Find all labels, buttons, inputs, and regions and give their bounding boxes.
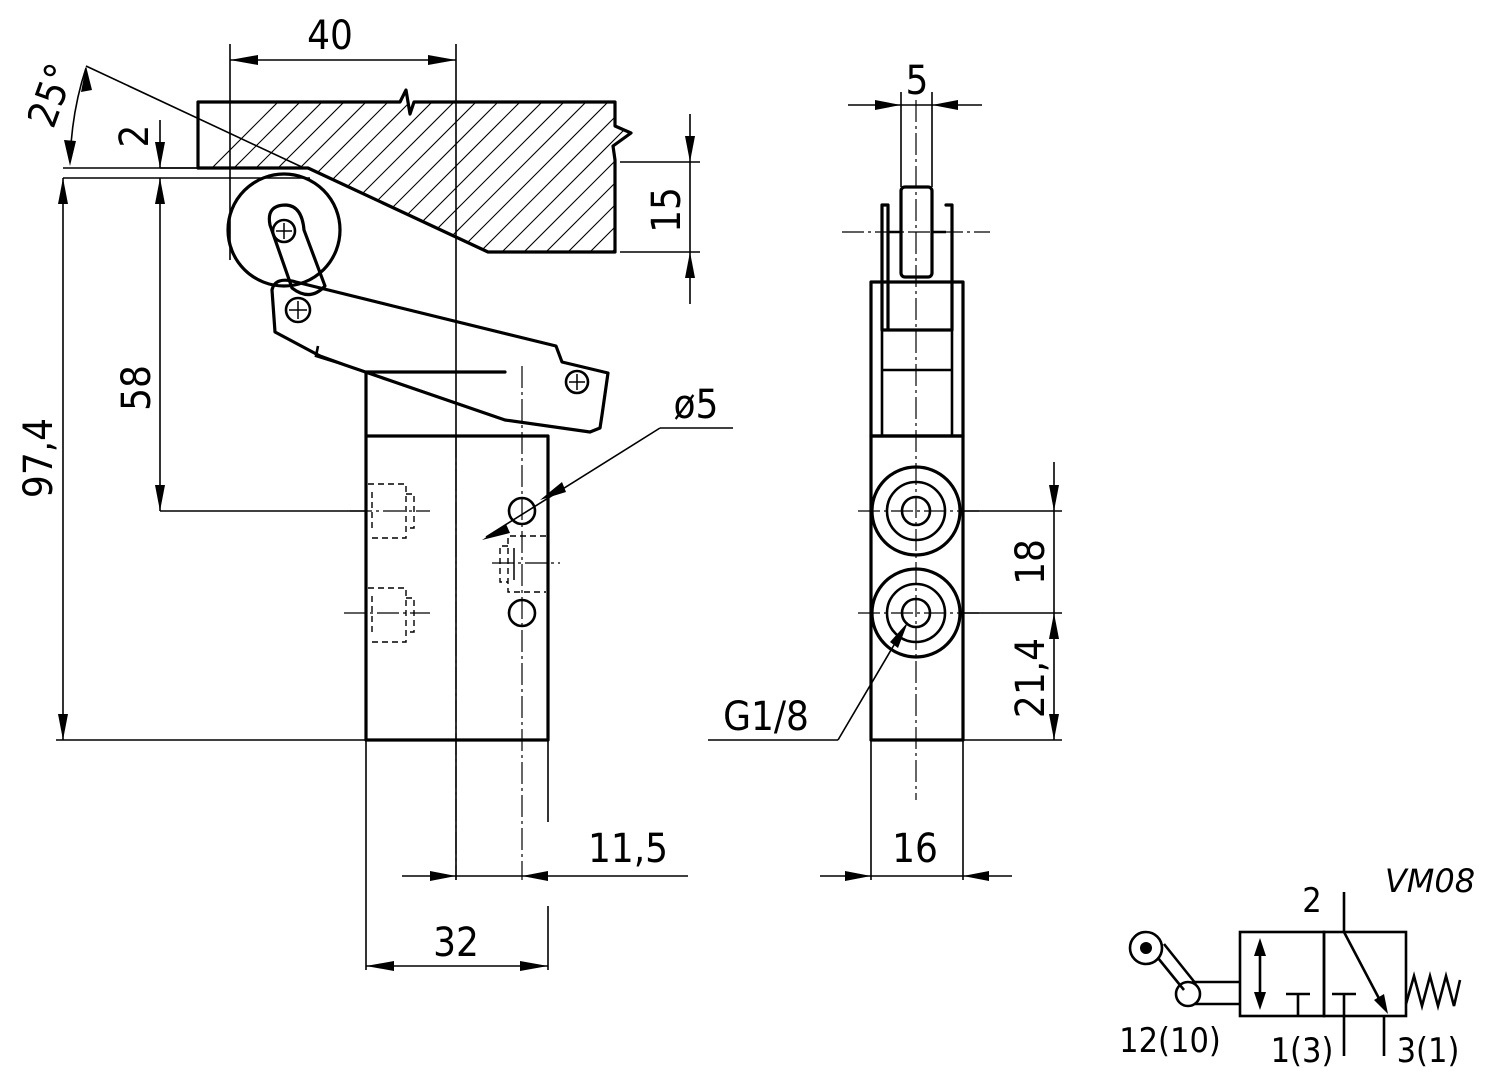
port-2-label: 2 [1302,881,1321,921]
dim-5-label: 5 [906,58,929,104]
symbol-roller [1128,930,1164,966]
dim-21-4-label: 21,4 [1008,638,1054,718]
hatch-line [760,90,950,280]
hatch-line [198,90,291,252]
dim-97-4: 97,4 [16,178,366,741]
lever-pivot [284,296,312,324]
model-label: VM08 [1385,862,1475,900]
dim-40: 40 [229,13,457,880]
dim-21-4: 21,4 [1008,638,1059,740]
dim-11-5: 11,5 [402,740,688,881]
front-view [63,88,972,880]
dim-16: 16 [820,740,1012,881]
dim-25-label: 25° [19,58,84,134]
hatch-line [198,90,335,252]
hatch-line [561,90,631,252]
dim-18-label: 18 [1008,539,1054,585]
side-body [869,434,965,742]
dim-16-label: 16 [892,826,938,872]
dim-18: 18 [963,462,1062,741]
dim-2-label: 2 [112,125,158,148]
valve-body [364,370,550,742]
roller [226,172,342,288]
dim-97-4-label: 97,4 [16,418,62,498]
port-12-label: 12(10) [1119,1021,1221,1061]
hatch-line [495,90,631,252]
symbol-box-left [1238,930,1326,1018]
roller-pin [271,218,297,244]
dim-2: 2 [112,120,165,168]
dim-g1-8: G1/8 [708,622,908,741]
hatch-line [672,90,862,280]
symbol-spring [1404,970,1462,1012]
lever-tab [314,345,346,367]
port-1-label: 1(3) [1271,1031,1334,1071]
hatch-line [198,90,313,252]
dim-dia5: ø5 [482,382,718,540]
side-lever [869,280,965,438]
dim-32-label: 32 [433,920,479,966]
hidden-port-right [492,535,560,593]
dim-40-label: 40 [307,13,353,59]
hatch-line [517,90,631,252]
lever [270,278,610,434]
dim-15: 15 [620,114,700,304]
dim-11-5-label: 11,5 [588,826,668,872]
hatch-line [539,90,631,252]
dim-32: 32 [365,740,549,971]
hidden-port-lower [344,587,430,643]
pneumatic-symbol: VM08 2 12(10) 1(3) 3(1) [1119,862,1475,1071]
hatch-line [473,90,631,252]
hatch-line [694,90,884,280]
dim-58-label: 58 [114,365,160,411]
dim-dia5-label: ø5 [674,382,719,428]
hatch-line [782,90,972,280]
hatch-line [716,90,906,280]
lever-pin [564,369,590,395]
side-fork [880,203,954,332]
dim-g1-8-label: G1/8 [723,694,809,740]
dim-15-label: 15 [644,187,690,233]
dim-58: 58 [114,178,366,512]
cam-outline [196,88,633,254]
dim-5: 5 [848,58,982,187]
symbol-box-right [1322,930,1408,1018]
port-3-label: 3(1) [1397,1031,1460,1071]
side-view [842,100,990,800]
roller-arm [267,203,327,297]
